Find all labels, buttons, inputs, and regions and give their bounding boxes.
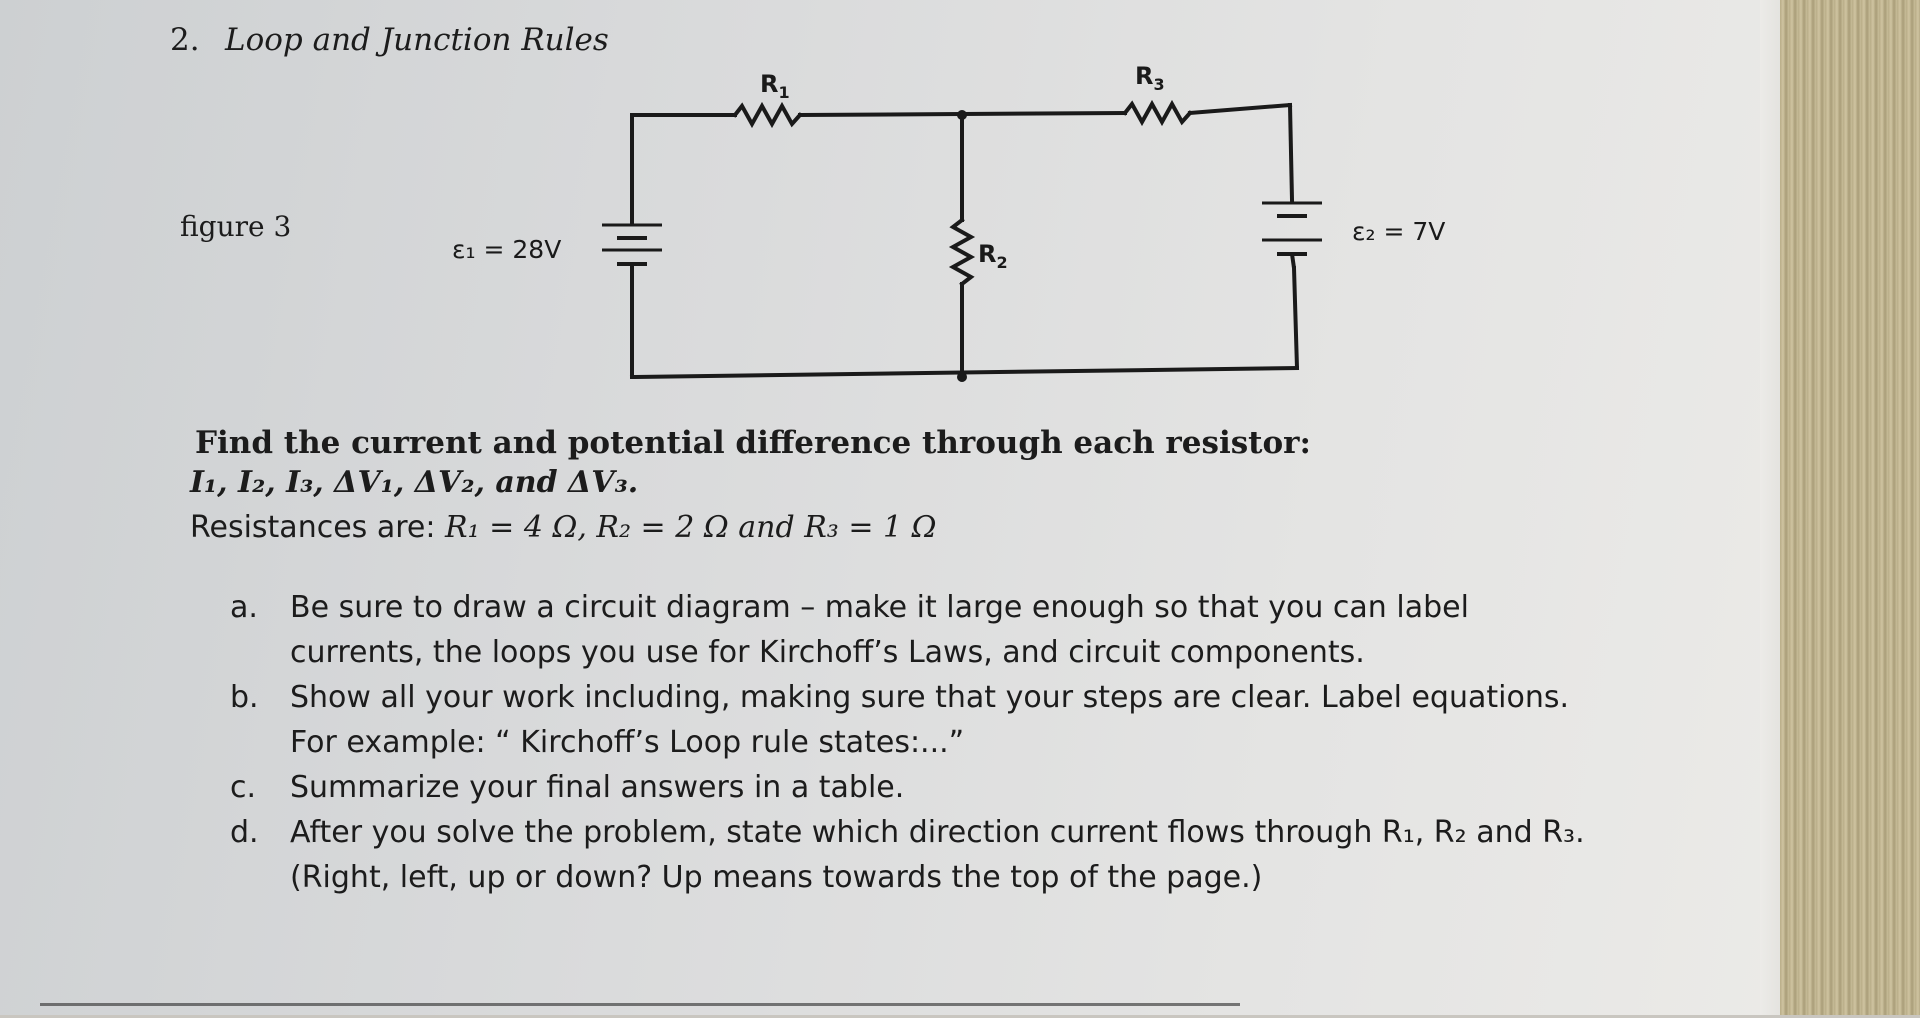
resistances-values: R₁ = 4 Ω, R₂ = 2 Ω and R₃ = 1 Ω	[445, 510, 937, 545]
list-item: c. Summarize your final answers in a tabl…	[230, 765, 1610, 810]
circuit-diagram: R1 R3 R2 ε₁ = 28V ε₂ = 7V	[452, 62, 1445, 382]
problem-variables: I₁, I₂, I₃, ΔV₁, ΔV₂, and ΔV₃.	[190, 465, 639, 500]
list-letter: c.	[230, 770, 257, 805]
list-letter: b.	[230, 680, 259, 715]
list-text: Be sure to draw a circuit diagram – make…	[290, 590, 1469, 670]
figure-label: figure 3	[180, 210, 292, 243]
list-item: d. After you solve the problem, state whi…	[230, 810, 1610, 900]
list-letter: d.	[230, 815, 259, 850]
r1-label: R1	[760, 70, 790, 102]
list-item: b. Show all your work including, making s…	[230, 675, 1610, 765]
resistances-line: Resistances are: R₁ = 4 Ω, R₂ = 2 Ω and …	[190, 510, 937, 545]
instruction-list: a. Be sure to draw a circuit diagram – ma…	[230, 585, 1610, 900]
list-text: Show all your work including, making sur…	[290, 680, 1569, 760]
wire-right-upper	[1287, 102, 1295, 203]
r2-label: R2	[978, 240, 1008, 272]
r3-label: R3	[1135, 62, 1165, 94]
resistor-r2	[948, 217, 976, 287]
wire-bottom	[629, 365, 1300, 380]
list-text: After you solve the problem, state which…	[290, 815, 1585, 895]
problem-prompt: Find the current and potential differenc…	[195, 425, 1311, 461]
problem-number: 2.	[170, 22, 200, 58]
list-letter: a.	[230, 590, 258, 625]
resistances-prefix: Resistances are:	[190, 510, 445, 545]
resistor-r1	[732, 101, 803, 129]
book-edge	[1780, 0, 1920, 1015]
emf2-label: ε₂ = 7V	[1352, 217, 1445, 246]
next-line-fragment	[40, 1003, 1240, 1018]
junction-dot-top	[957, 110, 967, 120]
emf1-label: ε₁ = 28V	[452, 235, 561, 264]
resistor-r3	[1122, 99, 1193, 127]
list-text: Summarize your final answers in a table.	[290, 770, 905, 805]
paper-page	[0, 0, 1850, 1015]
problem-title: Loop and Junction Rules	[225, 22, 609, 58]
list-item: a. Be sure to draw a circuit diagram – ma…	[230, 585, 1610, 675]
wire-right-lower	[1291, 265, 1300, 371]
battery-e2-stem	[1290, 253, 1296, 269]
wire-top-right-h	[1187, 102, 1293, 116]
junction-dot-bottom	[957, 372, 967, 382]
